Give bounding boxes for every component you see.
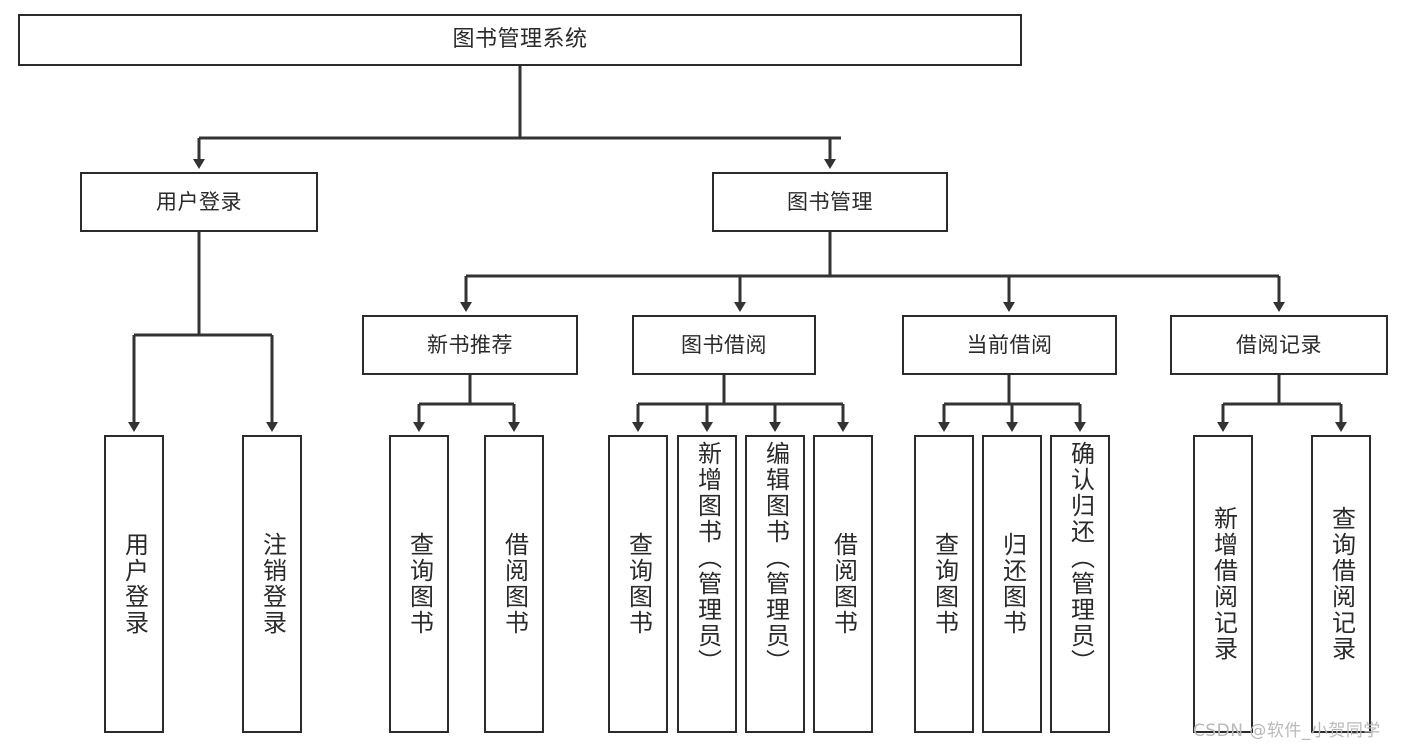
node-new-book-recommend-label: 新书推荐 [427,332,513,357]
leaf-query-book-borrow-label: 查询图书 [624,532,653,636]
leaf-query-book-current[interactable]: 查询图书 [914,435,974,733]
node-book-borrow-label: 图书借阅 [681,332,767,357]
node-user-login[interactable]: 用户登录 [80,172,318,232]
leaf-edit-book-admin-label: 编辑图书（管理员） [761,441,790,675]
node-book-management[interactable]: 图书管理 [712,172,948,232]
leaf-add-book-admin[interactable]: 新增图书（管理员） [677,435,737,733]
leaf-edit-book-admin[interactable]: 编辑图书（管理员） [745,435,805,733]
leaf-return-book-label: 归还图书 [998,532,1027,636]
leaf-borrow-book-rec[interactable]: 借阅图书 [484,435,544,733]
leaf-logout[interactable]: 注销登录 [242,435,302,733]
node-root-label: 图书管理系统 [452,27,588,53]
node-current-borrow[interactable]: 当前借阅 [902,315,1117,375]
node-user-login-label: 用户登录 [156,189,242,214]
leaf-query-book-rec-label: 查询图书 [405,532,434,636]
leaf-add-borrow-record-label: 新增借阅记录 [1209,506,1238,662]
node-new-book-recommend[interactable]: 新书推荐 [362,315,578,375]
node-book-borrow[interactable]: 图书借阅 [632,315,816,375]
leaf-borrow-book-rec-label: 借阅图书 [500,532,529,636]
leaf-query-book-current-label: 查询图书 [930,532,959,636]
leaf-user-login-label: 用户登录 [120,532,149,636]
leaf-add-borrow-record[interactable]: 新增借阅记录 [1193,435,1253,733]
leaf-user-login[interactable]: 用户登录 [104,435,164,733]
node-book-management-label: 图书管理 [787,189,873,214]
node-borrow-records[interactable]: 借阅记录 [1170,315,1388,375]
leaf-return-book[interactable]: 归还图书 [982,435,1042,733]
leaf-add-book-admin-label: 新增图书（管理员） [693,441,722,675]
leaf-query-book-rec[interactable]: 查询图书 [389,435,449,733]
watermark: CSDN @软件_小贺同学 [1193,721,1381,741]
leaf-query-book-borrow[interactable]: 查询图书 [608,435,668,733]
node-current-borrow-label: 当前借阅 [966,332,1053,357]
node-borrow-records-label: 借阅记录 [1236,332,1322,357]
leaf-borrow-book[interactable]: 借阅图书 [813,435,873,733]
leaf-confirm-return-admin[interactable]: 确认归还（管理员） [1050,435,1110,733]
leaf-borrow-book-label: 借阅图书 [829,532,858,636]
leaf-logout-label: 注销登录 [258,532,287,636]
leaf-query-borrow-record-label: 查询借阅记录 [1327,506,1356,662]
leaf-confirm-return-admin-label: 确认归还（管理员） [1066,441,1095,675]
node-root[interactable]: 图书管理系统 [18,14,1022,66]
leaf-query-borrow-record[interactable]: 查询借阅记录 [1311,435,1371,733]
